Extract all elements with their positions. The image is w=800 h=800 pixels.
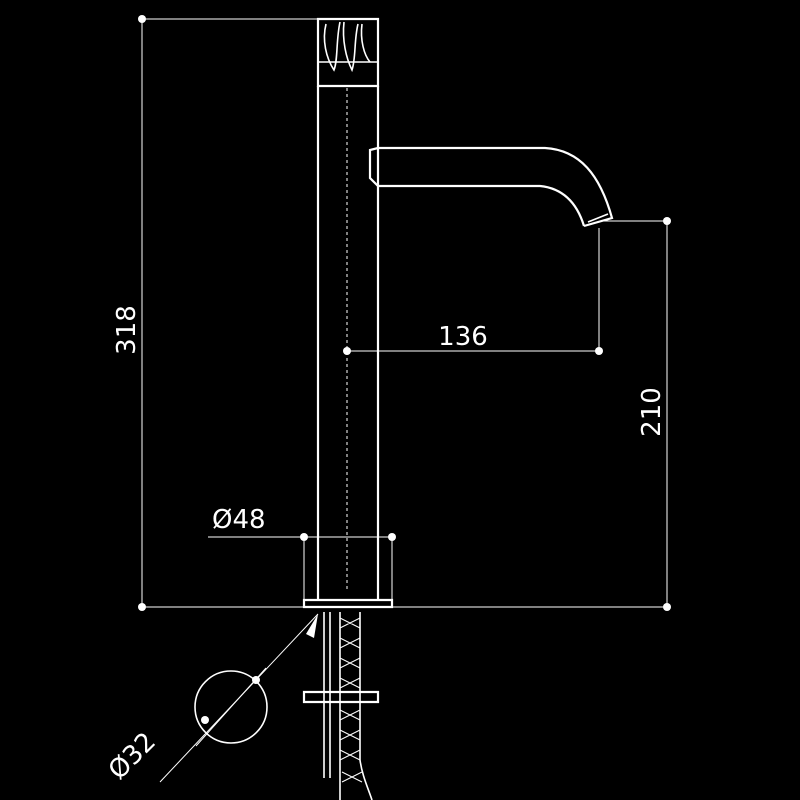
dimension-overall-height: 318 bbox=[112, 15, 318, 611]
spout-height-label: 210 bbox=[637, 387, 667, 437]
dimension-base-diameter: Ø48 bbox=[208, 505, 396, 541]
supply-hoses bbox=[302, 612, 380, 800]
hole-diameter-label: Ø32 bbox=[103, 727, 162, 786]
dimension-hole-diameter: Ø32 bbox=[103, 613, 319, 786]
spout-reach-label: 136 bbox=[438, 322, 488, 352]
overall-height-label: 318 bbox=[112, 305, 142, 355]
dimension-spout-height: 210 bbox=[392, 217, 671, 611]
faucet-body bbox=[302, 17, 614, 609]
base-diameter-label: Ø48 bbox=[212, 505, 266, 535]
dimension-spout-reach: 136 bbox=[343, 228, 603, 355]
